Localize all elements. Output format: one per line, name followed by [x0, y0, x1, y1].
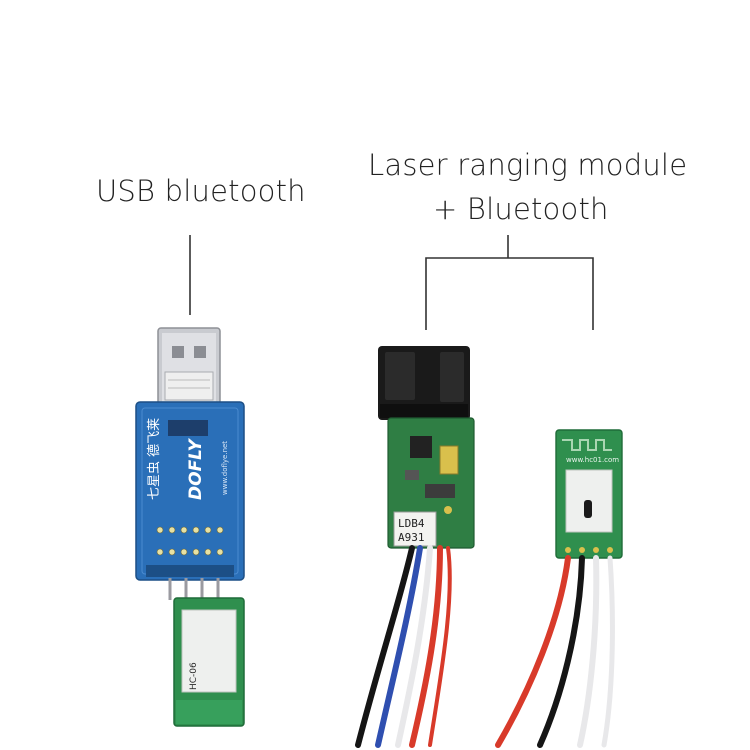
usb-adapter-chinese-marking: 七星虫 德飞莱 — [147, 418, 162, 500]
laser-wires — [355, 545, 452, 748]
usb-bluetooth-label: USB bluetooth — [96, 174, 306, 208]
bluetooth-module-wires — [495, 555, 615, 748]
usb-adapter-pcb: 七星虫 德飞莱 DOFLY www.doflye.net — [135, 401, 245, 581]
laser-ranging-module: LDB4 A931 — [355, 346, 475, 748]
usb-bluetooth-module: HC-06 — [173, 597, 245, 727]
callout-lines — [189, 235, 594, 330]
usb-adapter-url: www.doflye.net — [221, 441, 229, 495]
usb-module-label: HC-06 — [189, 662, 199, 690]
laser-module-label-line2: + Bluetooth — [433, 192, 609, 226]
usb-bluetooth-adapter: 七星虫 德飞莱 DOFLY www.doflye.net HC-06 — [135, 327, 245, 727]
bt-module-url: www.hc01.com — [566, 456, 619, 464]
laser-housing — [378, 346, 470, 420]
laser-sticker-line2: A931 — [398, 531, 425, 544]
bluetooth-module: www.hc01.com — [495, 429, 623, 748]
laser-sticker-line1: LDB4 — [398, 517, 425, 530]
usb-plug — [157, 327, 221, 409]
usb-adapter-brand: DOFLY — [186, 438, 206, 500]
laser-callout-bracket — [425, 257, 594, 330]
laser-sticker: LDB4 A931 — [393, 511, 437, 547]
laser-module-label-line1: Laser ranging module — [368, 148, 688, 182]
